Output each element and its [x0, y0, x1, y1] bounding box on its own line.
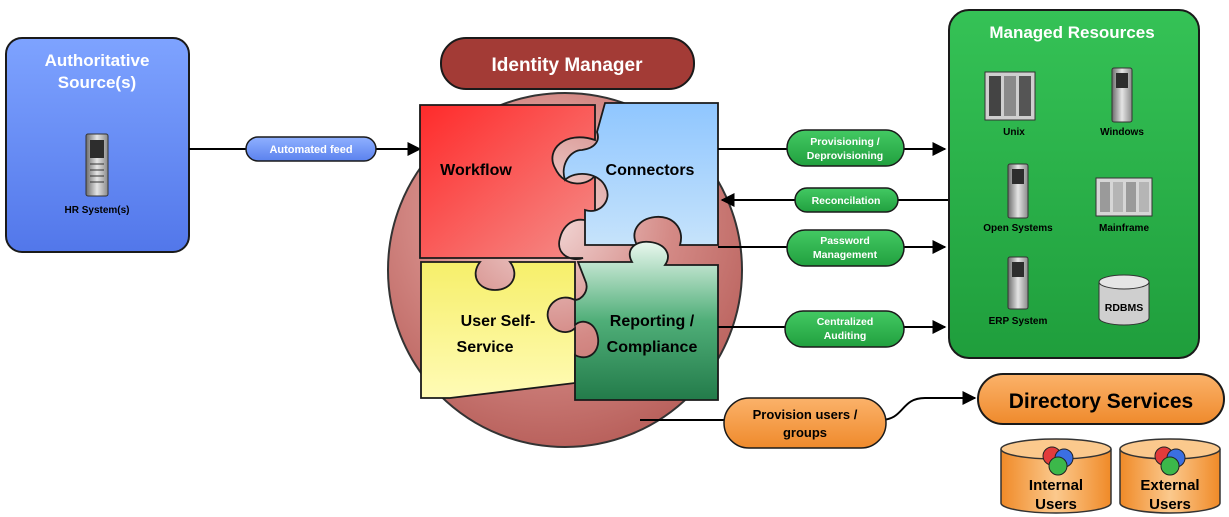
- provision-users-label-line2: groups: [783, 425, 827, 440]
- mainframe-label: Mainframe: [1099, 223, 1149, 234]
- hr-system-label: HR System(s): [64, 205, 129, 216]
- windows-label: Windows: [1100, 127, 1144, 138]
- rdbms-label: RDBMS: [1105, 302, 1144, 314]
- provision-users-pill: Provision users / groups: [723, 397, 887, 449]
- external-users-line1: External: [1140, 477, 1199, 494]
- rdbms-database-icon: [1098, 274, 1150, 326]
- hr-server-icon: [85, 133, 109, 197]
- erp-server-icon: [1007, 256, 1029, 310]
- unix-label: Unix: [1003, 127, 1025, 138]
- identity-manager-banner: [440, 37, 695, 90]
- password-label-line1: Password: [820, 235, 870, 247]
- reporting-compliance-piece: [574, 240, 719, 401]
- auditing-label-line1: Centralized: [817, 316, 874, 328]
- password-label-line2: Management: [813, 249, 878, 261]
- reporting-label-line1: Reporting /: [610, 313, 695, 330]
- open-systems-label: Open Systems: [983, 223, 1053, 234]
- authoritative-source-box: Authoritative Source(s) HR System(s): [5, 37, 190, 253]
- erp-system-label: ERP System: [989, 316, 1048, 327]
- automated-feed-pill: Automated feed: [245, 136, 377, 162]
- provisioning-label-line2: Deprovisioning: [807, 150, 883, 162]
- auditing-pill: Centralized Auditing: [784, 310, 905, 348]
- windows-server-icon: [1111, 67, 1133, 123]
- internal-users-line1: Internal: [1029, 477, 1083, 494]
- connectors-label: Connectors: [606, 162, 695, 179]
- directory-services-title: Directory Services: [1009, 390, 1193, 413]
- authoritative-source-title-line1: Authoritative: [45, 51, 150, 70]
- provision-users-label-line1: Provision users /: [753, 407, 858, 422]
- reporting-label-line2: Compliance: [607, 339, 698, 356]
- provisioning-label-line1: Provisioning /: [810, 136, 880, 148]
- password-pill: Password Management: [786, 229, 905, 267]
- connectors-piece: [562, 102, 719, 246]
- external-users-icon: [1154, 446, 1186, 476]
- self-service-label-line2: Service: [457, 339, 514, 356]
- auditing-label-line2: Auditing: [824, 330, 867, 342]
- automated-feed-label: Automated feed: [269, 144, 352, 156]
- identity-manager: Identity Manager Workflow Connectors Use…: [387, 37, 743, 448]
- unix-server-icon: [984, 71, 1036, 121]
- reconciliation-label: Reconcilation: [812, 195, 881, 207]
- external-users-store: External Users: [1119, 438, 1221, 514]
- directory-services-box: Directory Services: [977, 373, 1225, 425]
- authoritative-source-title-line2: Source(s): [58, 73, 136, 92]
- internal-users-line2: Users: [1035, 496, 1077, 513]
- self-service-label-line1: User Self-: [461, 313, 536, 330]
- provisioning-pill: Provisioning / Deprovisioning: [786, 129, 905, 167]
- workflow-label: Workflow: [440, 162, 512, 179]
- reconciliation-pill: Reconcilation: [794, 187, 899, 213]
- open-systems-server-icon: [1007, 163, 1029, 219]
- internal-users-store: Internal Users: [1000, 438, 1112, 514]
- managed-resources-box: Managed Resources Unix Windows Open Syst…: [948, 9, 1200, 359]
- identity-manager-title: Identity Manager: [492, 55, 644, 76]
- external-users-line2: Users: [1149, 496, 1191, 513]
- managed-resources-title: Managed Resources: [989, 23, 1154, 42]
- internal-users-icon: [1042, 446, 1074, 476]
- mainframe-icon: [1095, 177, 1153, 217]
